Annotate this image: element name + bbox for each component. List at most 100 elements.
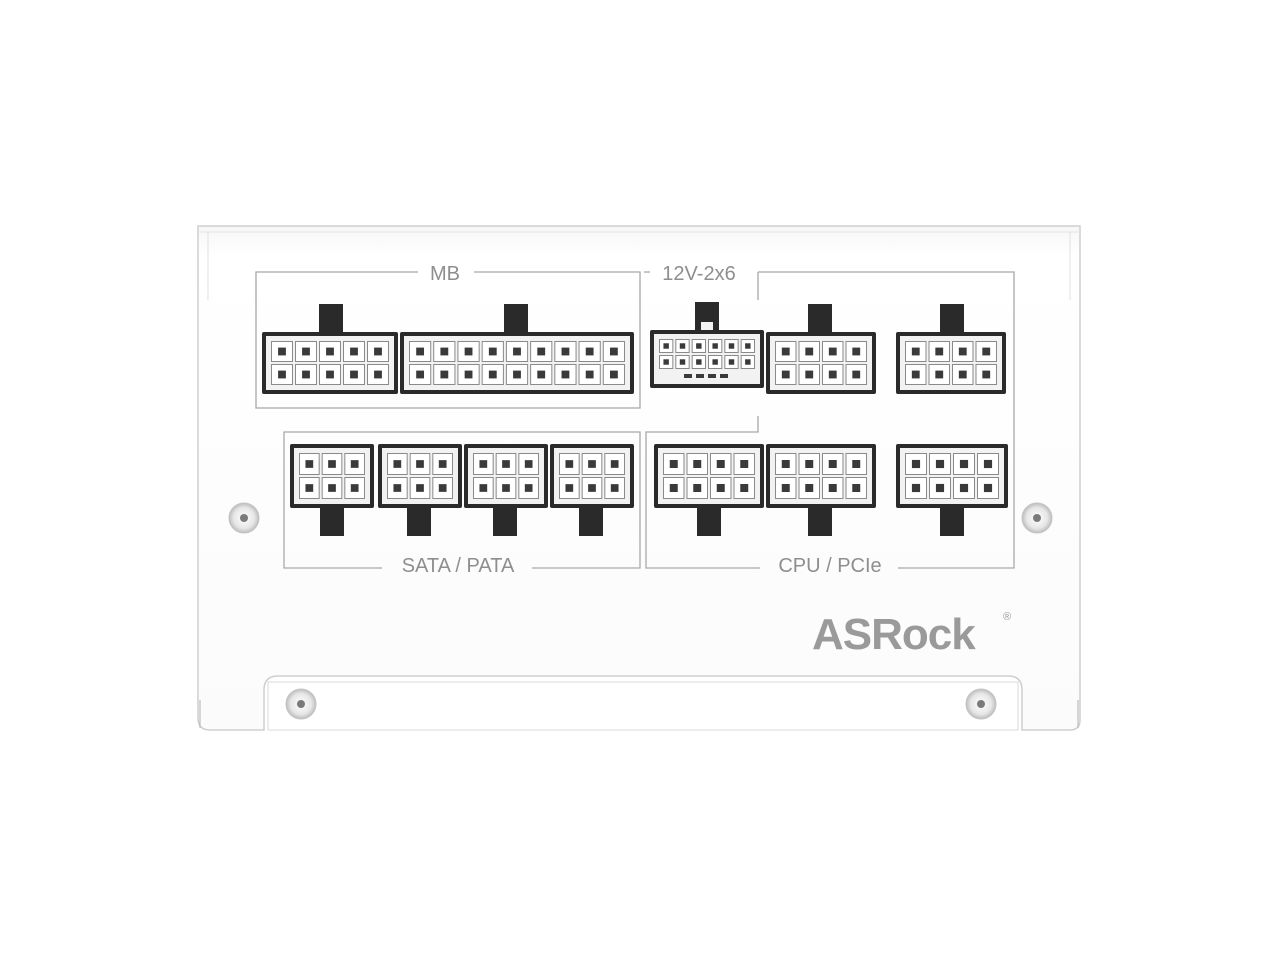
- pin: [935, 347, 944, 356]
- connector-array: [262, 302, 1008, 536]
- pin: [416, 460, 424, 468]
- pin: [524, 460, 533, 468]
- pin: [716, 484, 725, 492]
- pin: [440, 370, 449, 379]
- sense-pin: [720, 374, 728, 378]
- cpu-pcie-label: CPU / PCIe: [778, 555, 881, 577]
- mb-label: MB: [430, 263, 460, 285]
- sata-socket-2[interactable]: [378, 444, 462, 536]
- pin: [740, 460, 749, 468]
- pin: [828, 484, 837, 492]
- cpu-pcie-socket-3[interactable]: [896, 444, 1008, 536]
- cpu-pcie-socket-top-1[interactable]: [766, 304, 876, 394]
- pin: [438, 460, 447, 468]
- sata-pata-label: SATA / PATA: [402, 555, 515, 577]
- sata-socket-3[interactable]: [464, 444, 548, 536]
- pin: [728, 343, 735, 349]
- pin: [374, 370, 382, 379]
- pin: [302, 370, 310, 379]
- pin: [983, 459, 993, 469]
- cpu-pcie-socket-top-2[interactable]: [896, 304, 1006, 394]
- latch-tab: [940, 506, 964, 536]
- pin: [982, 370, 991, 379]
- brand-name: ASRock: [812, 610, 976, 659]
- asrock-logo: ASRock ®: [812, 610, 1011, 659]
- pin: [524, 484, 533, 492]
- pin: [326, 347, 334, 356]
- pin: [828, 347, 837, 356]
- pin: [479, 484, 488, 492]
- registered-mark: ®: [1003, 611, 1011, 623]
- pin: [609, 370, 618, 379]
- pin: [728, 359, 735, 365]
- pin: [679, 359, 686, 365]
- screw-right: [1021, 502, 1053, 534]
- pin: [588, 484, 596, 492]
- pin: [328, 460, 336, 468]
- pin: [326, 370, 334, 379]
- pin: [663, 343, 669, 349]
- pin: [610, 460, 619, 468]
- pin: [852, 484, 861, 492]
- latch-tab: [493, 506, 517, 536]
- pin: [852, 347, 861, 356]
- latch-tab: [808, 506, 832, 536]
- pin: [488, 347, 497, 356]
- pin: [464, 347, 473, 356]
- pin: [585, 347, 594, 356]
- sata-socket-1[interactable]: [290, 444, 374, 536]
- mb-socket-10pin[interactable]: [262, 304, 398, 394]
- latch-tab: [319, 304, 343, 334]
- pin: [696, 343, 702, 349]
- cpu-pcie-socket-2[interactable]: [766, 444, 876, 536]
- pin: [958, 347, 967, 356]
- pin: [693, 484, 702, 492]
- pin: [513, 370, 521, 379]
- pin: [693, 460, 702, 468]
- pin: [959, 483, 969, 493]
- pin: [781, 370, 790, 379]
- pin: [805, 460, 814, 468]
- pin: [502, 460, 510, 468]
- pin: [828, 370, 837, 379]
- pin: [911, 370, 920, 379]
- pin: [805, 370, 814, 379]
- pin: [565, 484, 574, 492]
- pin: [302, 347, 310, 356]
- pin: [712, 343, 718, 349]
- pin: [959, 459, 969, 469]
- pin: [438, 484, 447, 492]
- pin: [305, 484, 314, 492]
- screw-bottom-left: [285, 688, 317, 720]
- pin: [393, 484, 402, 492]
- pin: [805, 347, 814, 356]
- pin: [609, 347, 618, 356]
- sata-socket-4[interactable]: [550, 444, 634, 536]
- screw-bottom-right: [965, 688, 997, 720]
- pin: [745, 343, 751, 349]
- pin: [740, 484, 749, 492]
- sense-pin: [684, 374, 692, 378]
- cpu-pcie-socket-1[interactable]: [654, 444, 764, 536]
- pin: [350, 370, 358, 379]
- latch-tab: [579, 506, 603, 536]
- pin: [781, 484, 790, 492]
- screw-left: [228, 502, 260, 534]
- pin: [679, 343, 686, 349]
- sense-pin: [696, 374, 704, 378]
- pin: [278, 347, 286, 356]
- pin: [350, 347, 358, 356]
- pin: [669, 484, 678, 492]
- pin: [350, 460, 359, 468]
- pin: [565, 460, 574, 468]
- mb-socket-18pin[interactable]: [400, 304, 634, 394]
- pin: [935, 370, 944, 379]
- 12v-2x6-socket[interactable]: [650, 302, 764, 388]
- pin: [561, 347, 570, 356]
- pin: [537, 347, 546, 356]
- pin: [958, 370, 967, 379]
- pin: [805, 484, 814, 492]
- pin: [983, 483, 993, 493]
- 12v-2x6-label: 12V-2x6: [662, 263, 735, 285]
- pin: [911, 459, 921, 469]
